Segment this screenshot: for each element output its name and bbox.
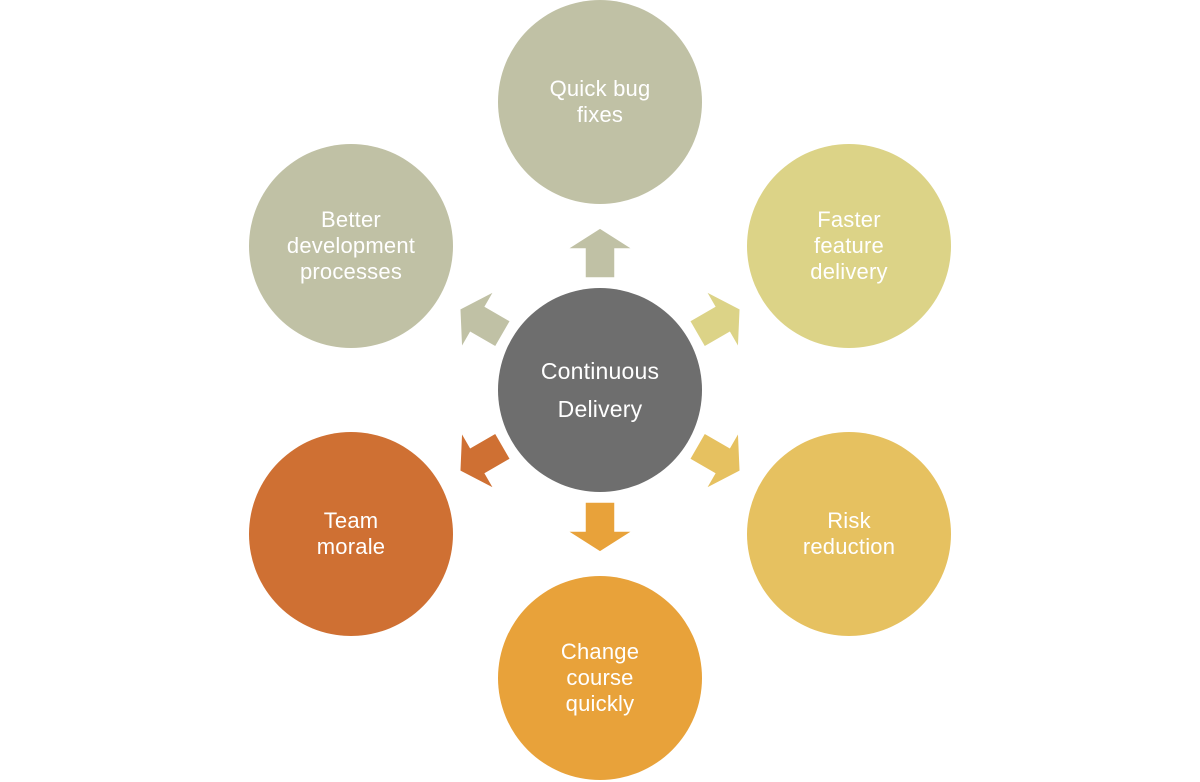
arrow-to-team-morale	[458, 429, 512, 491]
arrow-to-quick-bug-fixes	[564, 227, 636, 279]
arrow-to-faster-feature-delivery	[688, 289, 742, 351]
arrow-to-risk-reduction	[688, 429, 742, 491]
arrow-to-change-course-quickly	[564, 501, 636, 553]
center-node-continuous-delivery: Continuous Delivery	[498, 288, 702, 492]
node-change-course-quickly: Change course quickly	[498, 576, 702, 780]
node-risk-reduction: Risk reduction	[747, 432, 951, 636]
node-faster-feature-delivery: Faster feature delivery	[747, 144, 951, 348]
arrow-to-better-development-processes	[458, 289, 512, 351]
node-quick-bug-fixes: Quick bug fixes	[498, 0, 702, 204]
node-better-development-processes: Better development processes	[249, 144, 453, 348]
node-team-morale: Team morale	[249, 432, 453, 636]
